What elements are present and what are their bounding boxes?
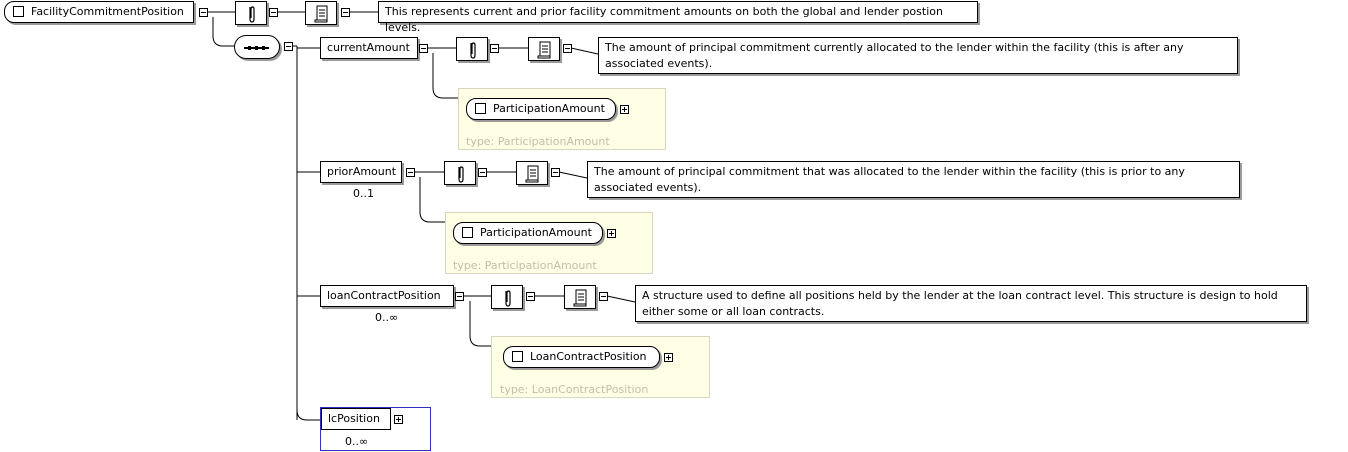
paperclip-icon	[456, 37, 488, 61]
element-label: lcPosition	[328, 412, 380, 425]
cardinality-label: 0..1	[353, 187, 374, 200]
loan-contract-position-collapse-toggle[interactable]	[455, 292, 464, 301]
type-label: type: LoanContractPosition	[500, 383, 649, 396]
root-element[interactable]: FacilityCommitmentPosition	[4, 1, 194, 23]
type-element-participation-amount[interactable]: ParticipationAmount	[466, 98, 616, 120]
paperclip-icon	[491, 285, 523, 309]
type-label: type: ParticipationAmount	[466, 135, 610, 148]
expand-toggle[interactable]	[620, 105, 629, 114]
sequence-icon	[234, 35, 280, 59]
current-amount-collapse-toggle[interactable]	[419, 44, 428, 53]
element-checkbox-icon	[512, 351, 523, 362]
paperclip-icon	[444, 161, 476, 185]
prior-amount-documentation: The amount of principal commitment that …	[587, 161, 1240, 198]
expand-toggle[interactable]	[664, 353, 673, 362]
documentation-collapse-toggle[interactable]	[599, 292, 608, 301]
element-lc-position[interactable]: lcPosition	[321, 408, 391, 430]
element-label: priorAmount	[327, 165, 397, 178]
element-loan-contract-position[interactable]: loanContractPosition	[320, 285, 454, 307]
paperclip-icon	[235, 1, 267, 25]
loan-contract-position-documentation: A structure used to define all positions…	[635, 285, 1307, 322]
root-doc-text: This represents current and prior facili…	[385, 5, 943, 34]
type-element-loan-contract-position[interactable]: LoanContractPosition	[503, 346, 660, 368]
scroll-icon	[528, 37, 560, 61]
doc-text: A structure used to define all positions…	[642, 289, 1278, 318]
root-element-label: FacilityCommitmentPosition	[31, 5, 184, 18]
element-label: currentAmount	[327, 41, 410, 54]
element-checkbox-icon	[13, 6, 24, 17]
type-label: type: ParticipationAmount	[453, 259, 597, 272]
documentation-collapse-toggle[interactable]	[563, 44, 572, 53]
element-current-amount[interactable]: currentAmount	[320, 37, 418, 59]
scroll-icon	[305, 1, 337, 25]
prior-amount-collapse-toggle[interactable]	[406, 168, 415, 177]
root-collapse-toggle[interactable]	[199, 8, 208, 17]
documentation-collapse-toggle[interactable]	[341, 8, 350, 17]
annotation-collapse-toggle[interactable]	[490, 44, 499, 53]
expand-toggle[interactable]	[394, 415, 403, 424]
type-element-label: LoanContractPosition	[530, 350, 647, 363]
type-element-label: ParticipationAmount	[493, 102, 605, 115]
annotation-collapse-toggle[interactable]	[478, 168, 487, 177]
doc-text: The amount of principal commitment that …	[594, 165, 1185, 194]
root-documentation: This represents current and prior facili…	[378, 1, 978, 34]
scroll-icon	[516, 161, 548, 185]
documentation-collapse-toggle[interactable]	[551, 168, 560, 177]
cardinality-label: 0..∞	[345, 435, 369, 448]
doc-text: The amount of principal commitment curre…	[605, 41, 1184, 70]
expand-toggle[interactable]	[607, 229, 616, 238]
element-prior-amount[interactable]: priorAmount	[320, 161, 402, 183]
annotation-collapse-toggle[interactable]	[526, 292, 535, 301]
element-checkbox-icon	[475, 103, 486, 114]
type-element-participation-amount[interactable]: ParticipationAmount	[453, 222, 603, 244]
cardinality-label: 0..∞	[375, 311, 399, 324]
element-label: loanContractPosition	[327, 289, 441, 302]
type-element-label: ParticipationAmount	[480, 226, 592, 239]
element-checkbox-icon	[462, 227, 473, 238]
scroll-icon	[564, 285, 596, 309]
sequence-collapse-toggle[interactable]	[284, 42, 293, 51]
annotation-collapse-toggle[interactable]	[269, 8, 278, 17]
current-amount-documentation: The amount of principal commitment curre…	[598, 37, 1238, 74]
